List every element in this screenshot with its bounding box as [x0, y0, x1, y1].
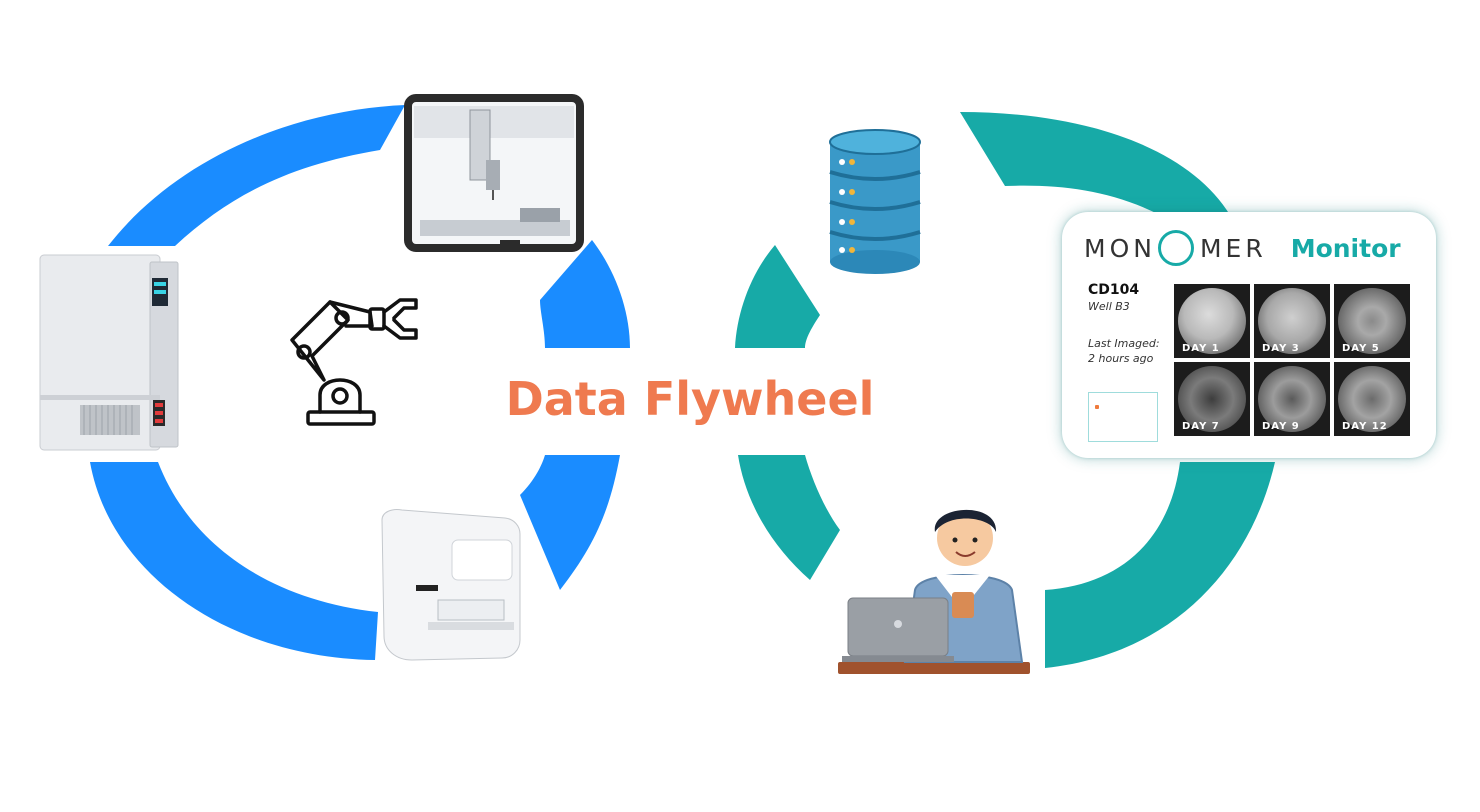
brand-o-circle-icon	[1157, 230, 1194, 266]
day-label: DAY 12	[1342, 421, 1388, 432]
timelapse-thumb: DAY 7	[1174, 362, 1250, 436]
cell-image	[1258, 288, 1326, 354]
monomer-monitor-card: MON MER Monitor CD104 Well B3 Last Image…	[1062, 212, 1436, 458]
brand-right: MER	[1199, 233, 1267, 263]
scientist-laptop-icon	[838, 509, 1030, 674]
blue-ring-right-lower	[520, 455, 620, 590]
last-imaged: Last Imaged: 2 hours ago	[1088, 336, 1178, 366]
day-label: DAY 3	[1262, 343, 1300, 354]
last-imaged-label: Last Imaged:	[1088, 337, 1160, 350]
sample-id: CD104	[1088, 282, 1140, 298]
incubator-icon	[39, 254, 179, 451]
cell-image	[1338, 366, 1406, 432]
last-imaged-time: 2 hours ago	[1088, 352, 1154, 365]
teal-ring-left-lower	[738, 455, 840, 580]
teal-ring-left-upper	[735, 245, 820, 348]
plate-imager-icon	[381, 509, 521, 661]
timelapse-thumb: DAY 1	[1174, 284, 1250, 358]
timelapse-thumb: DAY 9	[1254, 362, 1330, 436]
robot-arm-icon	[290, 298, 418, 426]
diagram-title: Data Flywheel	[505, 372, 875, 426]
cell-image	[1178, 366, 1246, 432]
monomer-logo: MON MER Monitor	[1084, 226, 1401, 270]
liquid-handler-icon	[404, 94, 584, 252]
cell-image	[1258, 366, 1326, 432]
cell-image	[1178, 288, 1246, 354]
day-label: DAY 7	[1182, 421, 1220, 432]
timelapse-thumb: DAY 5	[1334, 284, 1410, 358]
blue-ring-top	[108, 105, 405, 246]
timelapse-thumb: DAY 12	[1334, 362, 1410, 436]
blue-ring-bottom	[90, 462, 378, 660]
blue-ring-right-upper	[540, 240, 630, 348]
database-icon	[829, 129, 921, 274]
day-label: DAY 5	[1342, 343, 1380, 354]
monitor-label: Monitor	[1290, 233, 1401, 263]
selected-well-marker	[1095, 405, 1099, 409]
well-plate-icon	[1088, 392, 1158, 442]
cell-image	[1338, 288, 1406, 354]
teal-ring-bottom	[1045, 462, 1275, 668]
timelapse-thumb: DAY 3	[1254, 284, 1330, 358]
teal-ring-top	[960, 112, 1230, 215]
well-label: Well B3	[1088, 300, 1130, 313]
day-label: DAY 1	[1182, 343, 1220, 354]
day-label: DAY 9	[1262, 421, 1300, 432]
brand-left: MON	[1084, 233, 1156, 263]
